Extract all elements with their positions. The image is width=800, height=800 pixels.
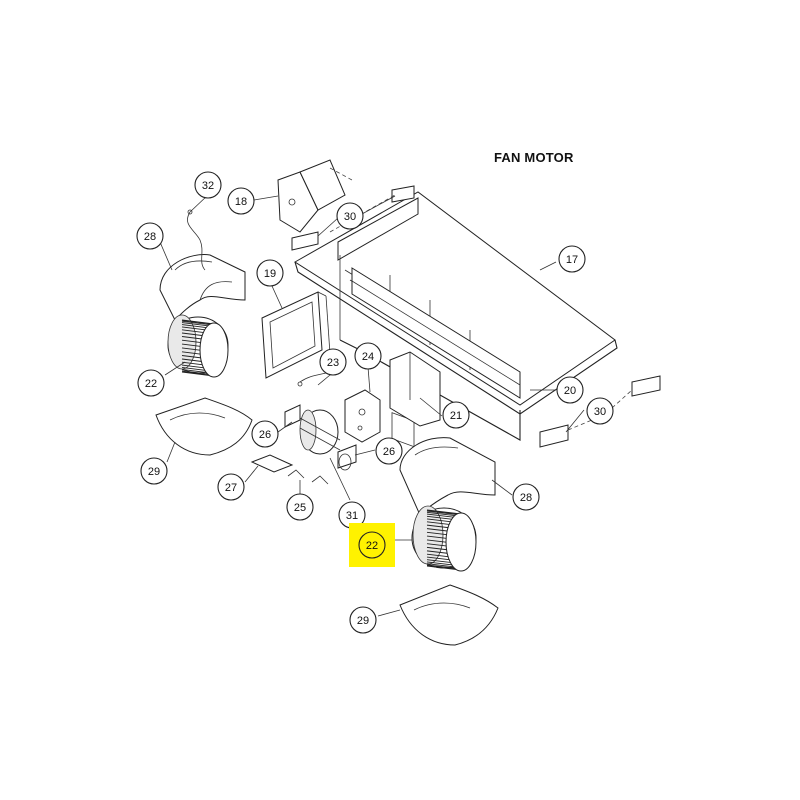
- callout-29: 29: [140, 457, 168, 485]
- part-27-bracket: [250, 454, 294, 473]
- callout-circle: [375, 437, 403, 465]
- callout-20: 20: [556, 376, 584, 404]
- callout-circle: [556, 376, 584, 404]
- callout-circle: [512, 483, 540, 511]
- callout-label: 18: [235, 196, 247, 208]
- blower-wheel-left: [167, 314, 229, 378]
- callout-label: 29: [148, 466, 160, 478]
- callout-circle: [286, 493, 314, 521]
- leader-lines: [159, 194, 585, 617]
- callout-30: 30: [336, 202, 364, 230]
- callout-circle: [217, 473, 245, 501]
- callout-label: 17: [566, 254, 578, 266]
- callout-circle: [251, 420, 279, 448]
- callout-28: 28: [136, 222, 164, 250]
- part-25-clips: [287, 469, 329, 485]
- lower-housing-right: [399, 584, 499, 646]
- callout-label: 31: [346, 510, 358, 522]
- callout-29: 29: [349, 606, 377, 634]
- motor-31: [284, 404, 357, 471]
- callout-label: 24: [362, 351, 374, 363]
- callout-32: 32: [194, 171, 222, 199]
- callout-19: 19: [256, 259, 284, 287]
- callout-label: 29: [357, 615, 369, 627]
- callout-circle: [336, 202, 364, 230]
- callout-label: 30: [594, 406, 606, 418]
- callout-label: 22: [366, 540, 378, 552]
- callout-circle: [256, 259, 284, 287]
- blower-wheel-right: [411, 505, 477, 572]
- callout-label: 20: [564, 385, 576, 397]
- callout-31: 31: [338, 501, 366, 529]
- callout-circle: [558, 245, 586, 273]
- callout-27: 27: [217, 473, 245, 501]
- callout-23: 23: [319, 348, 347, 376]
- callout-circle: [136, 222, 164, 250]
- callout-circle: [227, 187, 255, 215]
- callout-label: 28: [520, 492, 532, 504]
- callout-26: 26: [375, 437, 403, 465]
- callout-circle: [319, 348, 347, 376]
- callout-layer: 32 18 30 28 17 19 23 24 22 20 30 21 26 26 29 27 28 25 31 22…: [136, 171, 614, 634]
- callout-circle: [140, 457, 168, 485]
- callout-21: 21: [442, 401, 470, 429]
- callout-label: 26: [259, 429, 271, 441]
- callout-circle: [194, 171, 222, 199]
- callout-label: 22: [145, 378, 157, 390]
- callout-circle: [586, 397, 614, 425]
- callout-circle: [349, 606, 377, 634]
- callout-circle: [442, 401, 470, 429]
- callout-label: 28: [144, 231, 156, 243]
- blower-housing-right: [399, 437, 496, 516]
- motor-bracket-24: [344, 389, 381, 443]
- callout-22: 22: [137, 369, 165, 397]
- clip-30-right: [539, 375, 661, 448]
- diagram-title: FAN MOTOR: [494, 150, 574, 165]
- callout-label: 30: [344, 211, 356, 223]
- callout-label: 19: [264, 268, 276, 280]
- callout-label: 21: [450, 410, 462, 422]
- callout-28: 28: [512, 483, 540, 511]
- callout-label: 23: [327, 357, 339, 369]
- housing-pan: [294, 191, 618, 448]
- callout-label: 32: [202, 180, 214, 192]
- wire-32: [187, 209, 206, 271]
- callout-circle: [137, 369, 165, 397]
- blower-housing-left: [159, 254, 246, 321]
- callout-label: 25: [294, 502, 306, 514]
- lower-housing-left: [155, 397, 253, 456]
- callout-label: 27: [225, 482, 237, 494]
- callout-26: 26: [251, 420, 279, 448]
- callout-22: 22: [349, 523, 395, 567]
- callout-18: 18: [227, 187, 255, 215]
- callout-24: 24: [354, 342, 382, 370]
- callout-17: 17: [558, 245, 586, 273]
- gasket-plate-19: [261, 291, 331, 379]
- callout-30: 30: [586, 397, 614, 425]
- callout-label: 26: [383, 446, 395, 458]
- callout-circle: [358, 531, 386, 559]
- callout-circle: [354, 342, 382, 370]
- callout-25: 25: [286, 493, 314, 521]
- bracket-18: [277, 159, 353, 233]
